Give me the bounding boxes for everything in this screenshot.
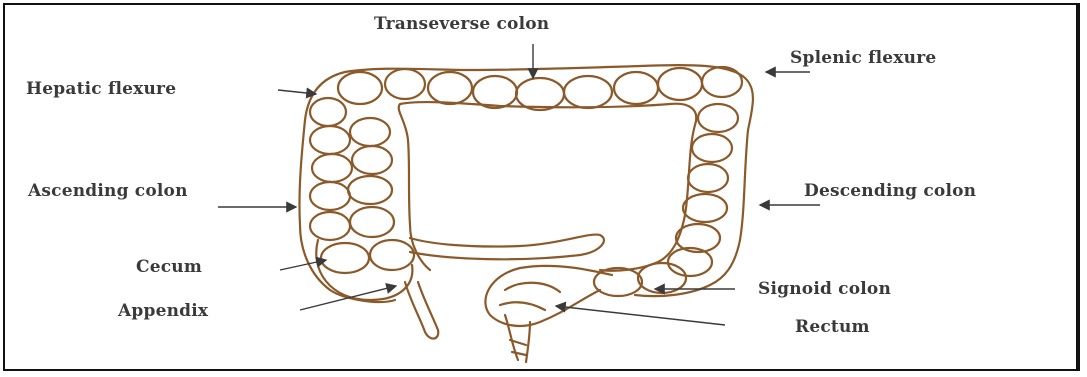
- ileum-shape: [410, 235, 604, 260]
- label-sigmoid-colon: Signoid colon: [758, 279, 891, 299]
- colon-drawing: [299, 65, 752, 362]
- label-rectum: Rectum: [795, 317, 870, 337]
- label-ascending-colon: Ascending colon: [28, 181, 188, 201]
- arrow-hepatic: [278, 90, 316, 94]
- label-hepatic-flexure: Hepatic flexure: [26, 79, 176, 99]
- label-transverse-colon: Transeverse colon: [374, 14, 549, 34]
- colon-inner-outline: [399, 102, 697, 271]
- label-cecum: Cecum: [136, 257, 202, 277]
- label-descending-colon: Descending colon: [804, 181, 976, 201]
- label-splenic-flexure: Splenic flexure: [790, 48, 936, 68]
- arrow-appendix: [300, 286, 396, 310]
- arrow-rectum: [556, 306, 725, 325]
- sigmoid-shape: [485, 266, 612, 326]
- appendix-shape: [405, 282, 438, 339]
- label-appendix: Appendix: [118, 301, 208, 321]
